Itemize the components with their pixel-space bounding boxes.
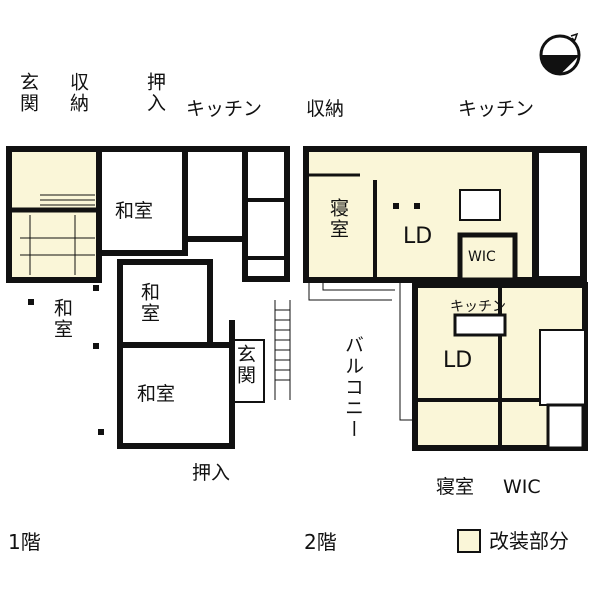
legend-label: 改装部分 [489, 529, 569, 553]
room-washitsu-bottom: 和室 [137, 383, 176, 405]
callout-wic: WIC [503, 476, 541, 498]
callout-kitchen: キッチン [186, 98, 263, 120]
room-kitchen-small: キッチン [450, 299, 506, 315]
room-entrance: 玄関 [234, 344, 256, 386]
callout-storage: 収納 [67, 72, 89, 114]
room-ld-bottom: LD [443, 348, 473, 373]
floor2-plan [303, 146, 588, 451]
callout-entrance: 玄関 [17, 72, 39, 114]
callout-storage-2f: 収納 [306, 98, 345, 120]
room-wic: WIC [468, 249, 496, 265]
compass [539, 32, 581, 76]
callout-closet-bottom: 押入 [192, 462, 231, 484]
room-washitsu-left: 和室 [51, 298, 73, 340]
room-washitsu-mid: 和室 [138, 282, 160, 324]
floor2-label: 2階 [304, 530, 337, 554]
room-ld-top: LD [403, 224, 433, 249]
legend-swatch [457, 529, 481, 553]
callout-balcony: バルコニー [342, 335, 364, 440]
room-bedroom: 寝室 [327, 198, 349, 240]
room-washitsu-top: 和室 [115, 200, 154, 222]
callout-closet: 押入 [144, 72, 166, 114]
floor1-label: 1階 [8, 530, 41, 554]
callout-bedroom: 寝室 [436, 476, 475, 498]
callout-kitchen-2f: キッチン [458, 98, 535, 120]
floor1-plan [6, 146, 291, 449]
